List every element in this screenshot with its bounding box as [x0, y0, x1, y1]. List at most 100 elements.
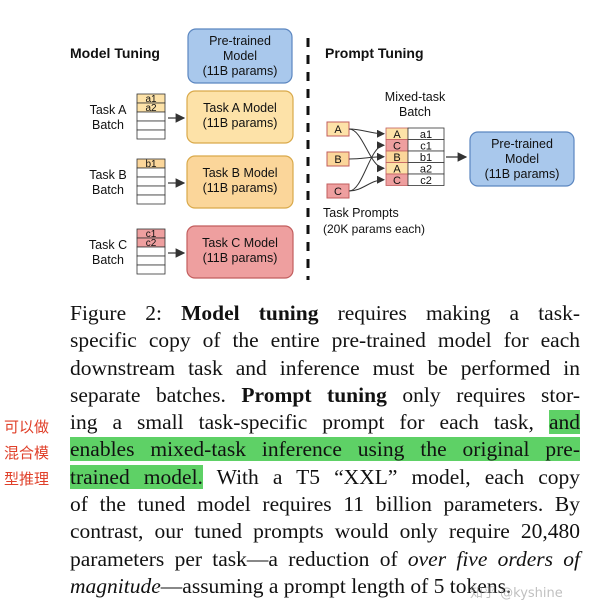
caption-segment: over five orders of [407, 546, 580, 571]
mixed-item-cell [407, 173, 445, 186]
caption-segment: only requires stor- [386, 382, 581, 407]
task-batch-label: Task B [89, 168, 127, 182]
pretrained-model-label: Pre-trained [209, 34, 271, 48]
annotation-note: 可以做 混合模 型推理 [4, 414, 64, 492]
caption-segment: of the tuned model requires 11 billion p… [70, 492, 580, 517]
pretrained-model-box-right [469, 131, 575, 187]
mixed-prompt-cell-label: C [393, 175, 401, 187]
caption-line: separate batches. Prompt tuning only req… [70, 382, 580, 409]
task-model-label: Task A Model [203, 101, 277, 115]
caption-segment: contrast, our tuned prompts would only r… [70, 519, 580, 544]
mixed-item-cell-label: b1 [420, 152, 432, 164]
task-batch-label: Batch [92, 253, 124, 267]
prompt-to-batch-arrow [348, 175, 385, 192]
batch-row-label: a1 [145, 94, 157, 105]
caption-line: downstream task and inference must be pe… [70, 355, 580, 382]
caption-segment: parameters per task—a reduction of [70, 546, 408, 571]
task-model-label: (11B params) [203, 251, 278, 265]
prompt-to-batch-arrow [348, 128, 385, 138]
caption-line: ing a small task-specific prompt for eac… [70, 409, 580, 436]
annotation-line: 可以做 [4, 418, 50, 436]
task-model-box [186, 155, 294, 209]
task-prompts-label: Task Prompts [323, 206, 399, 220]
caption-segment: magnitude [70, 573, 161, 598]
task-batch-label: Task A [90, 103, 127, 117]
task-model-label: Task B Model [202, 166, 277, 180]
batch-row [136, 129, 166, 140]
caption-segment: Prompt tuning [241, 382, 387, 407]
mixed-item-cell-label: c1 [420, 141, 432, 153]
prompt-to-batch-arrow [348, 128, 385, 173]
batch-row [136, 167, 166, 178]
pretrained-model-label: Pre-trained [491, 137, 553, 151]
caption-line: parameters per task—a reduction of over … [70, 546, 580, 573]
batch-row-label: a2 [145, 103, 157, 114]
batch-row [136, 111, 166, 122]
task-prompt-label: A [334, 124, 342, 136]
pretrained-model-label: Model [223, 49, 257, 63]
model-tuning-title: Model Tuning [70, 45, 160, 61]
mixed-prompt-cell-label: C [393, 141, 401, 153]
batch-row [136, 255, 166, 266]
caption-segment: trained model. [70, 464, 203, 489]
mixed-item-cell-label: a2 [420, 164, 432, 176]
caption-segment: ing a small task-specific prompt for eac… [70, 410, 549, 435]
caption-segment: separate batches. [70, 382, 242, 407]
mixed-batch-label: Batch [399, 105, 431, 119]
batch-row-label: c1 [146, 229, 157, 240]
task-model-label: Task C Model [202, 236, 278, 250]
batch-row [136, 176, 166, 187]
batch-row [136, 246, 166, 257]
task-prompts-label: (20K params each) [323, 222, 425, 236]
batch-row [136, 264, 166, 275]
batch-row [136, 120, 166, 131]
mixed-prompt-cell-label: B [393, 152, 400, 164]
caption-segment: and [548, 410, 580, 435]
task-model-box [186, 225, 294, 279]
task-batch-label: Task C [89, 238, 127, 252]
task-batch-label: Batch [92, 183, 124, 197]
caption-segment: requires making a task- [318, 301, 581, 325]
caption-line: specific copy of the entire pre-trained … [70, 327, 580, 354]
task-model-label: (11B params) [203, 116, 278, 130]
caption-segment: downstream task and inference must be pe… [70, 355, 580, 380]
caption-line: contrast, our tuned prompts would only r… [70, 518, 580, 545]
caption-segment: With a T5 “XXL” model, each copy [202, 464, 580, 489]
annotation-line: 型推理 [4, 470, 50, 488]
caption-segment: Figure 2: [70, 301, 182, 325]
prompt-to-batch-arrow [348, 141, 385, 192]
batch-row [136, 194, 166, 205]
caption-line: Figure 2: Model tuning requires making a… [70, 300, 580, 327]
mixed-item-cell-label: a1 [420, 129, 432, 141]
mixed-batch-label: Mixed-task [385, 90, 446, 104]
caption-segment: Model tuning [181, 301, 319, 325]
task-model-box [186, 90, 294, 144]
caption-line: trained model. With a T5 “XXL” model, ea… [70, 464, 580, 491]
caption-segment: enables mixed-task inference using the o… [70, 437, 580, 462]
caption-line: enables mixed-task inference using the o… [70, 436, 580, 463]
prompt-to-batch-arrow [348, 152, 385, 161]
batch-row-label: b1 [145, 159, 157, 170]
annotation-line: 混合模 [4, 444, 50, 462]
task-prompt-label: B [334, 154, 341, 166]
pretrained-model-box [187, 28, 293, 84]
task-model-label: (11B params) [203, 181, 278, 195]
mixed-item-cell-label: c2 [420, 175, 432, 187]
pretrained-model-label: Model [505, 152, 539, 166]
pretrained-model-label: (11B params) [485, 167, 560, 181]
batch-row [136, 185, 166, 196]
task-prompt-label: C [334, 186, 342, 198]
caption-segment: —assuming a prompt length of 5 tokens. [160, 573, 512, 598]
pretrained-model-label: (11B params) [203, 64, 278, 78]
task-batch-label: Batch [92, 118, 124, 132]
watermark: 知乎 @kyshine [470, 586, 563, 601]
caption-line: magnitude—assuming a prompt length of 5 … [70, 573, 580, 600]
batch-row-label: c2 [146, 238, 157, 249]
caption-segment: specific copy of the entire pre-trained … [70, 328, 580, 353]
prompt-tuning-title: Prompt Tuning [325, 45, 424, 61]
mixed-prompt-cell-label: A [393, 164, 401, 176]
mixed-prompt-cell-label: A [393, 129, 401, 141]
caption-line: of the tuned model requires 11 billion p… [70, 491, 580, 518]
figure-caption: Figure 2: Model tuning requires making a… [70, 300, 580, 600]
